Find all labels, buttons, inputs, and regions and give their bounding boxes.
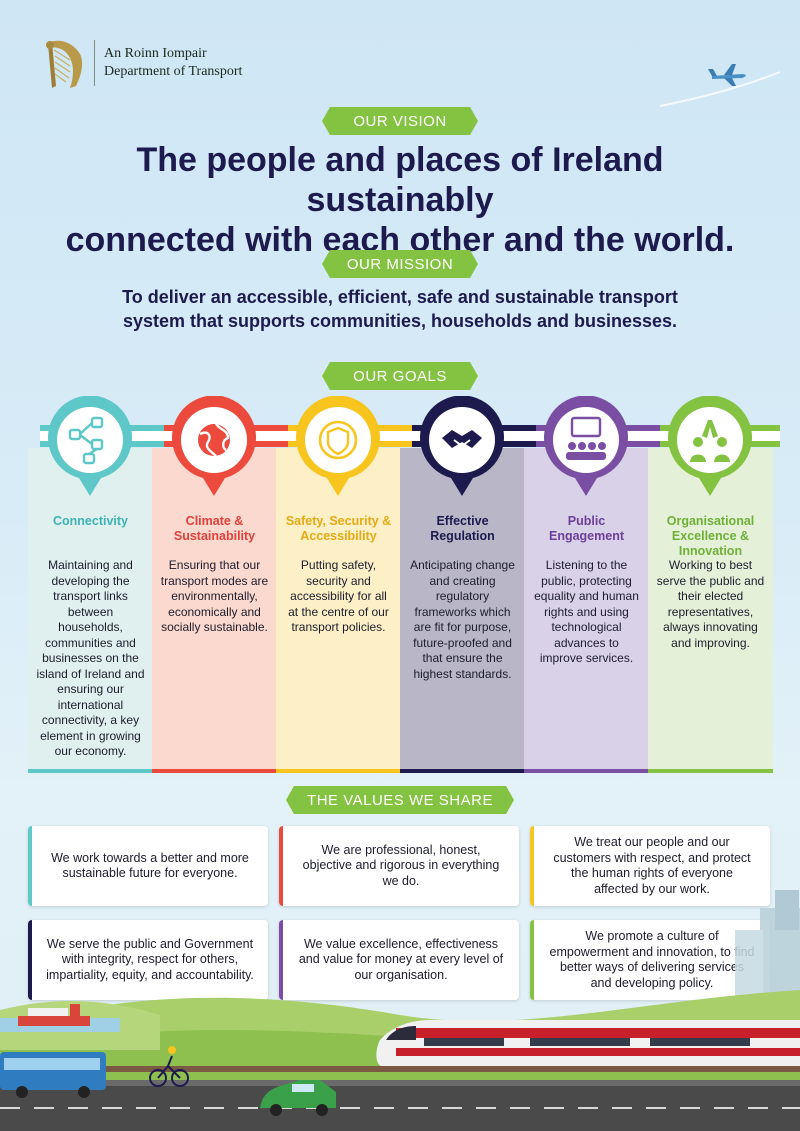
value-text: We value excellence, effectiveness and v… bbox=[298, 936, 504, 982]
value-card-accent bbox=[279, 826, 283, 906]
mission-line-2: system that supports communities, househ… bbox=[122, 311, 678, 331]
value-text: We treat our people and our customers wi… bbox=[553, 835, 751, 896]
goal-card-bottom-bar bbox=[152, 769, 277, 773]
city-buildings-icon bbox=[735, 890, 800, 1000]
audience-icon bbox=[544, 396, 628, 496]
goal-title: Public Engagement bbox=[548, 514, 624, 543]
handshake-icon bbox=[420, 396, 504, 496]
goal-title: Organisational Excellence & Innovation bbox=[666, 514, 755, 558]
cyclist-icon bbox=[149, 1046, 189, 1087]
shield-icon bbox=[296, 396, 380, 496]
globe-icon bbox=[172, 396, 256, 496]
value-card-accent bbox=[279, 920, 283, 1000]
bus-icon bbox=[0, 1052, 106, 1098]
goal-card-bottom-bar bbox=[648, 769, 773, 773]
goal-description: Working to best serve the public and the… bbox=[656, 558, 765, 650]
goal-description: Anticipating change and creating regulat… bbox=[410, 558, 515, 681]
goal-card-bottom-bar bbox=[276, 769, 401, 773]
value-card-accent bbox=[530, 826, 534, 906]
goal-description: Maintaining and developing the transport… bbox=[36, 558, 145, 758]
value-text: We promote a culture of empowerment and … bbox=[549, 929, 755, 990]
high-five-icon bbox=[668, 396, 752, 496]
value-card-accent bbox=[28, 826, 32, 906]
goal-card-bottom-bar bbox=[400, 769, 525, 773]
car-icon bbox=[260, 1080, 336, 1116]
network-icon bbox=[48, 396, 132, 496]
value-card: We work towards a better and more sustai… bbox=[28, 826, 268, 906]
value-text: We work towards a better and more sustai… bbox=[51, 850, 249, 881]
mission-line-1: To deliver an accessible, efficient, saf… bbox=[122, 287, 678, 307]
goal-description: Putting safety, security and accessibili… bbox=[288, 558, 389, 634]
goal-card-bottom-bar bbox=[28, 769, 153, 773]
goal-title: Connectivity bbox=[52, 514, 128, 528]
value-card: We value excellence, effectiveness and v… bbox=[279, 920, 519, 1000]
value-card: We are professional, honest, objective a… bbox=[279, 826, 519, 906]
logo-divider bbox=[94, 40, 95, 86]
vision-line-1: The people and places of Ireland sustain… bbox=[136, 141, 664, 219]
harp-logo-icon bbox=[46, 40, 83, 88]
vision-label: OUR VISION bbox=[322, 107, 478, 135]
values-label: THE VALUES WE SHARE bbox=[286, 786, 514, 814]
goal-title: Climate & Sustainability bbox=[173, 514, 256, 543]
mission-statement: To deliver an accessible, efficient, saf… bbox=[80, 285, 720, 333]
goal-card-bottom-bar bbox=[524, 769, 649, 773]
value-card: We treat our people and our customers wi… bbox=[530, 826, 770, 906]
goal-title: Effective Regulation bbox=[430, 514, 495, 543]
goal-description: Listening to the public, protecting equa… bbox=[534, 558, 639, 665]
value-text: We serve the public and Government with … bbox=[46, 936, 254, 982]
org-name-irish: An Roinn Iompair bbox=[104, 46, 207, 61]
org-name-english: Department of Transport bbox=[104, 64, 243, 79]
mission-label: OUR MISSION bbox=[322, 250, 478, 278]
airplane-icon bbox=[660, 64, 781, 107]
value-card-accent bbox=[530, 920, 534, 1000]
value-card-accent bbox=[28, 920, 32, 1000]
goal-title: Safety, Security & Accessibility bbox=[285, 514, 392, 543]
train-icon bbox=[376, 1020, 800, 1066]
ship-icon bbox=[18, 1004, 90, 1026]
value-card: We serve the public and Government with … bbox=[28, 920, 268, 1000]
transport-landscape-illustration bbox=[0, 890, 800, 1131]
vision-statement: The people and places of Ireland sustain… bbox=[40, 140, 760, 260]
value-card: We promote a culture of empowerment and … bbox=[530, 920, 770, 1000]
goal-description: Ensuring that our transport modes are en… bbox=[160, 558, 269, 634]
value-text: We are professional, honest, objective a… bbox=[302, 842, 500, 888]
goals-label: OUR GOALS bbox=[322, 362, 478, 390]
